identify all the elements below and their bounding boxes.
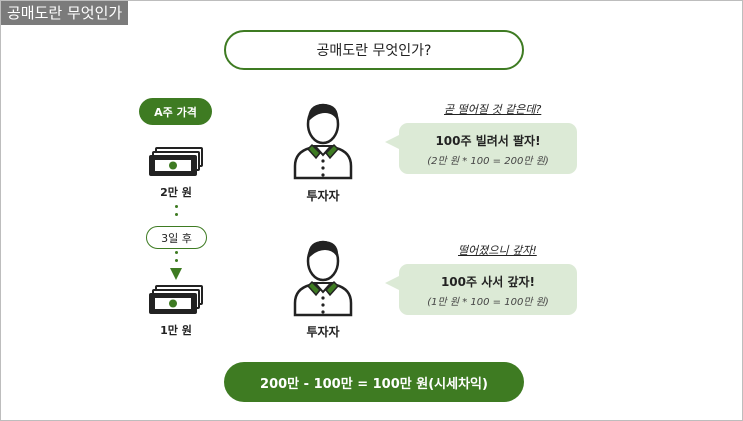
result-text: 200만 - 100만 = 100만 원(시세차익) xyxy=(260,376,488,392)
timeline-dots-lower xyxy=(173,251,179,267)
title-pill: 공매도란 무엇인가? xyxy=(224,30,524,70)
bubble-sub-text: (1만 원 * 100 = 100만 원) xyxy=(427,297,549,308)
person-label: 투자자 xyxy=(306,325,340,339)
thought-caption: 떨어졌으니 갚자! xyxy=(458,244,537,257)
thought-caption: 곧 떨어질 것 같은데? xyxy=(444,103,542,116)
investor-person-icon xyxy=(293,240,353,317)
bubble-sub-text: (2만 원 * 100 = 200만 원) xyxy=(427,156,549,167)
price-label-pill: A주 가격 xyxy=(139,98,212,125)
investor-person-icon xyxy=(293,103,353,180)
result-pill: 200만 - 100만 = 100만 원(시세차익) xyxy=(224,362,524,402)
speech-bubble: 100주 빌려서 팔자! (2만 원 * 100 = 200만 원) xyxy=(385,123,577,174)
money-stack-icon xyxy=(149,147,203,176)
arrow-down-icon xyxy=(170,268,182,280)
bubble-main-text: 100주 빌려서 팔자! xyxy=(435,134,541,148)
speech-bubble: 100주 사서 갚자! (1만 원 * 100 = 100만 원) xyxy=(385,264,577,315)
corner-tag: 공매도란 무엇인가 xyxy=(1,1,129,25)
bubble-main-text: 100주 사서 갚자! xyxy=(440,275,536,289)
price-before: 2만 원 xyxy=(160,186,192,199)
elapsed-pill: 3일 후 xyxy=(146,226,207,249)
person-label: 투자자 xyxy=(306,189,340,203)
timeline-dots-upper xyxy=(173,205,179,221)
price-after: 1만 원 xyxy=(160,324,192,337)
title-text: 공매도란 무엇인가? xyxy=(316,43,432,59)
money-stack-icon xyxy=(149,285,203,314)
